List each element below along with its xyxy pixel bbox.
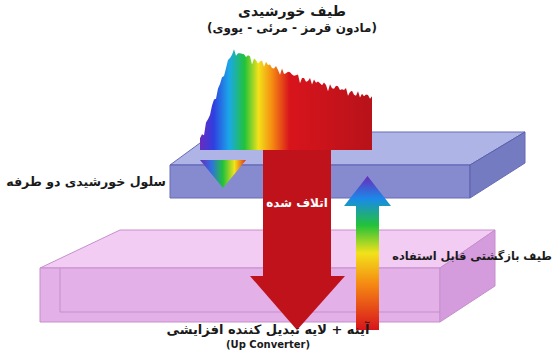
- mirror-label: آینه + لایه تبدیل کننده افزایشی: [167, 322, 370, 338]
- spectrum-subtitle: (مادون قرمز - مرئی - یووی): [207, 21, 377, 35]
- spectrum-triangle: [200, 160, 246, 188]
- solar-spectrum: [200, 49, 372, 150]
- cell-label: سلول خورشیدی دو طرفه: [6, 174, 166, 189]
- returned-spectrum-arrow: [344, 176, 391, 330]
- upconverter-label: (Up Converter): [226, 339, 310, 351]
- spectrum-title: طیف خورشیدی: [238, 3, 346, 20]
- returned-label: طیف بازگشتی قابل استفاده: [392, 250, 552, 264]
- wasted-label: اتلاف شده: [266, 196, 328, 210]
- wasted-red-arrow: [250, 150, 345, 330]
